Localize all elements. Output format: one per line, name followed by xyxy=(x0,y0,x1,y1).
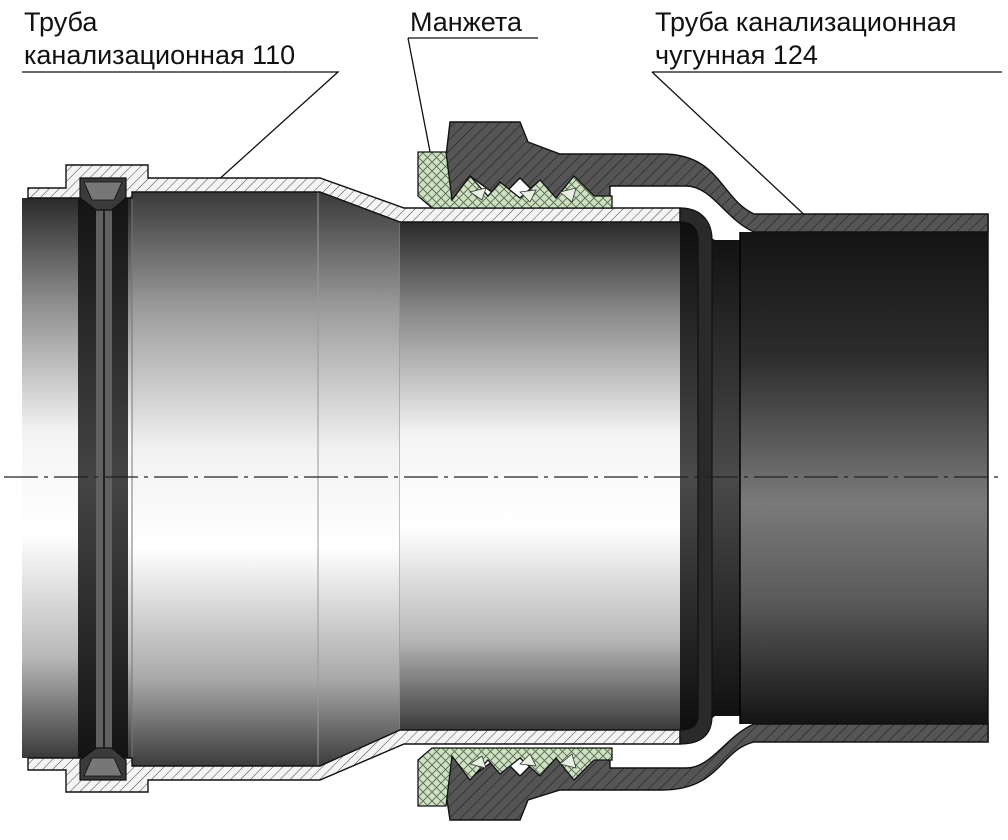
spigot-end xyxy=(679,207,713,745)
iron-pipe-body xyxy=(740,232,988,724)
iron-wall-top xyxy=(441,121,989,233)
label-cuff: Манжета xyxy=(410,7,522,37)
socket-body xyxy=(132,192,320,766)
leader-pipe-110 xyxy=(22,71,340,183)
cone-transition xyxy=(320,192,400,766)
label-pipe-124-line1: Труба канализационная xyxy=(655,7,957,37)
spigot-body xyxy=(400,222,680,730)
label-pipe-124-line2: чугунная 124 xyxy=(655,40,818,70)
leader-cuff xyxy=(407,37,538,163)
label-pipe-110-line2: канализационная 110 xyxy=(24,40,296,70)
label-pipe-110-line1: Труба xyxy=(24,7,98,37)
iron-wall-bottom xyxy=(441,723,989,821)
leader-pipe-124 xyxy=(651,71,1002,223)
plastic-wall-bottom xyxy=(27,729,681,793)
